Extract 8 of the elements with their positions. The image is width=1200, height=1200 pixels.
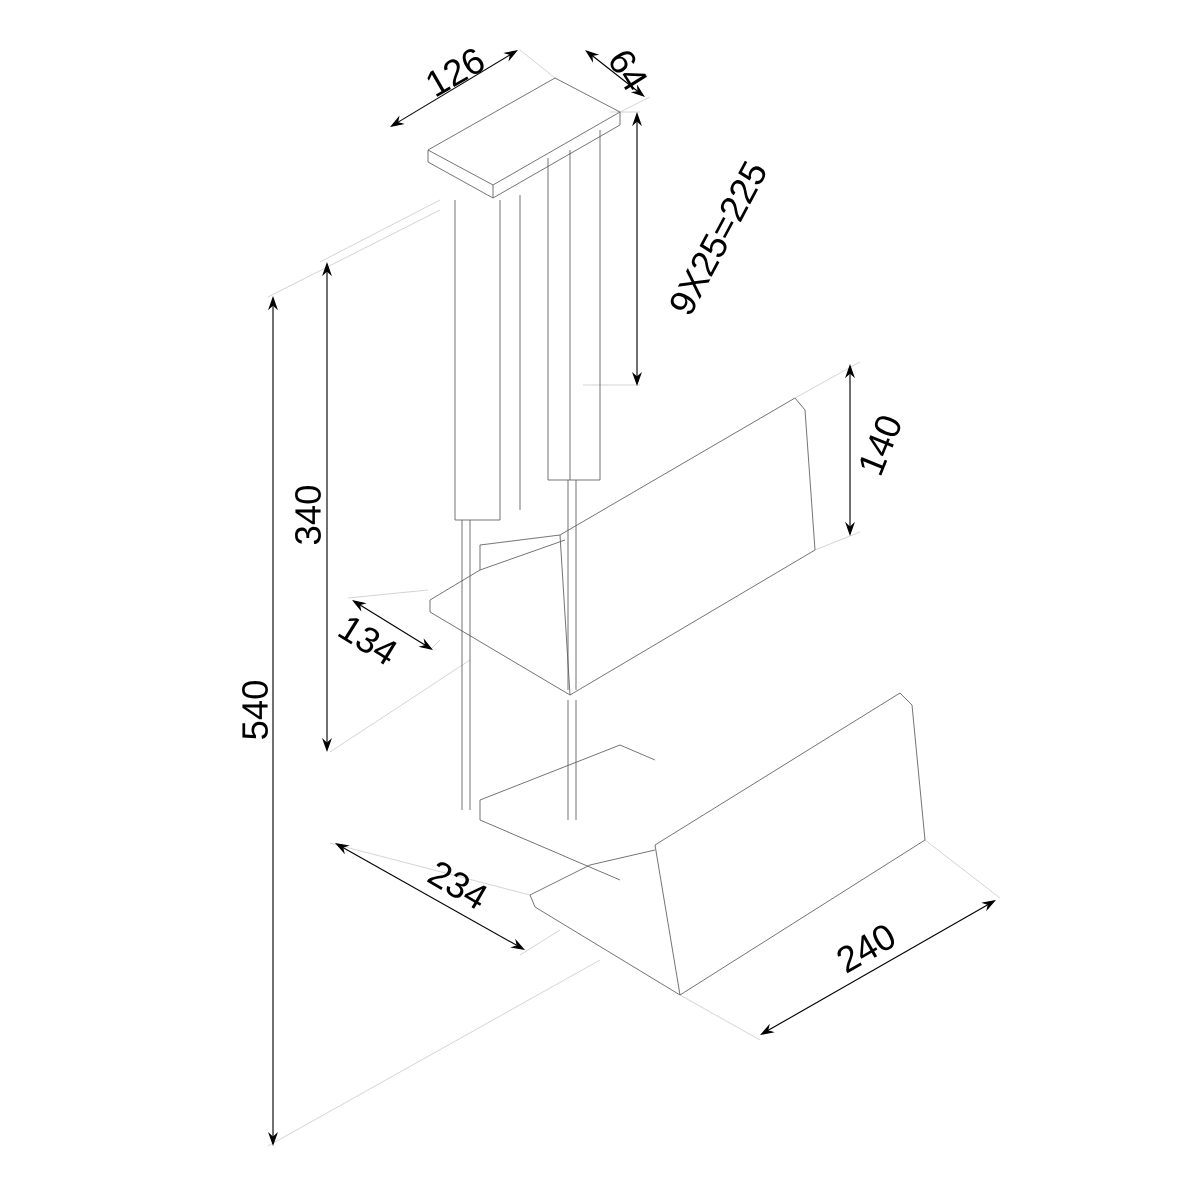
dimension-label: 64 [610, 51, 647, 90]
dimension-label: 140 [860, 416, 901, 476]
dimension-label: 234 [426, 862, 487, 909]
dimension-label: 240 [837, 925, 895, 974]
dimension-label: 540 [242, 680, 268, 740]
dimension-label: 134 [337, 618, 397, 665]
dimension-label: 340 [295, 485, 321, 545]
dimension-label: 126 [427, 49, 484, 97]
